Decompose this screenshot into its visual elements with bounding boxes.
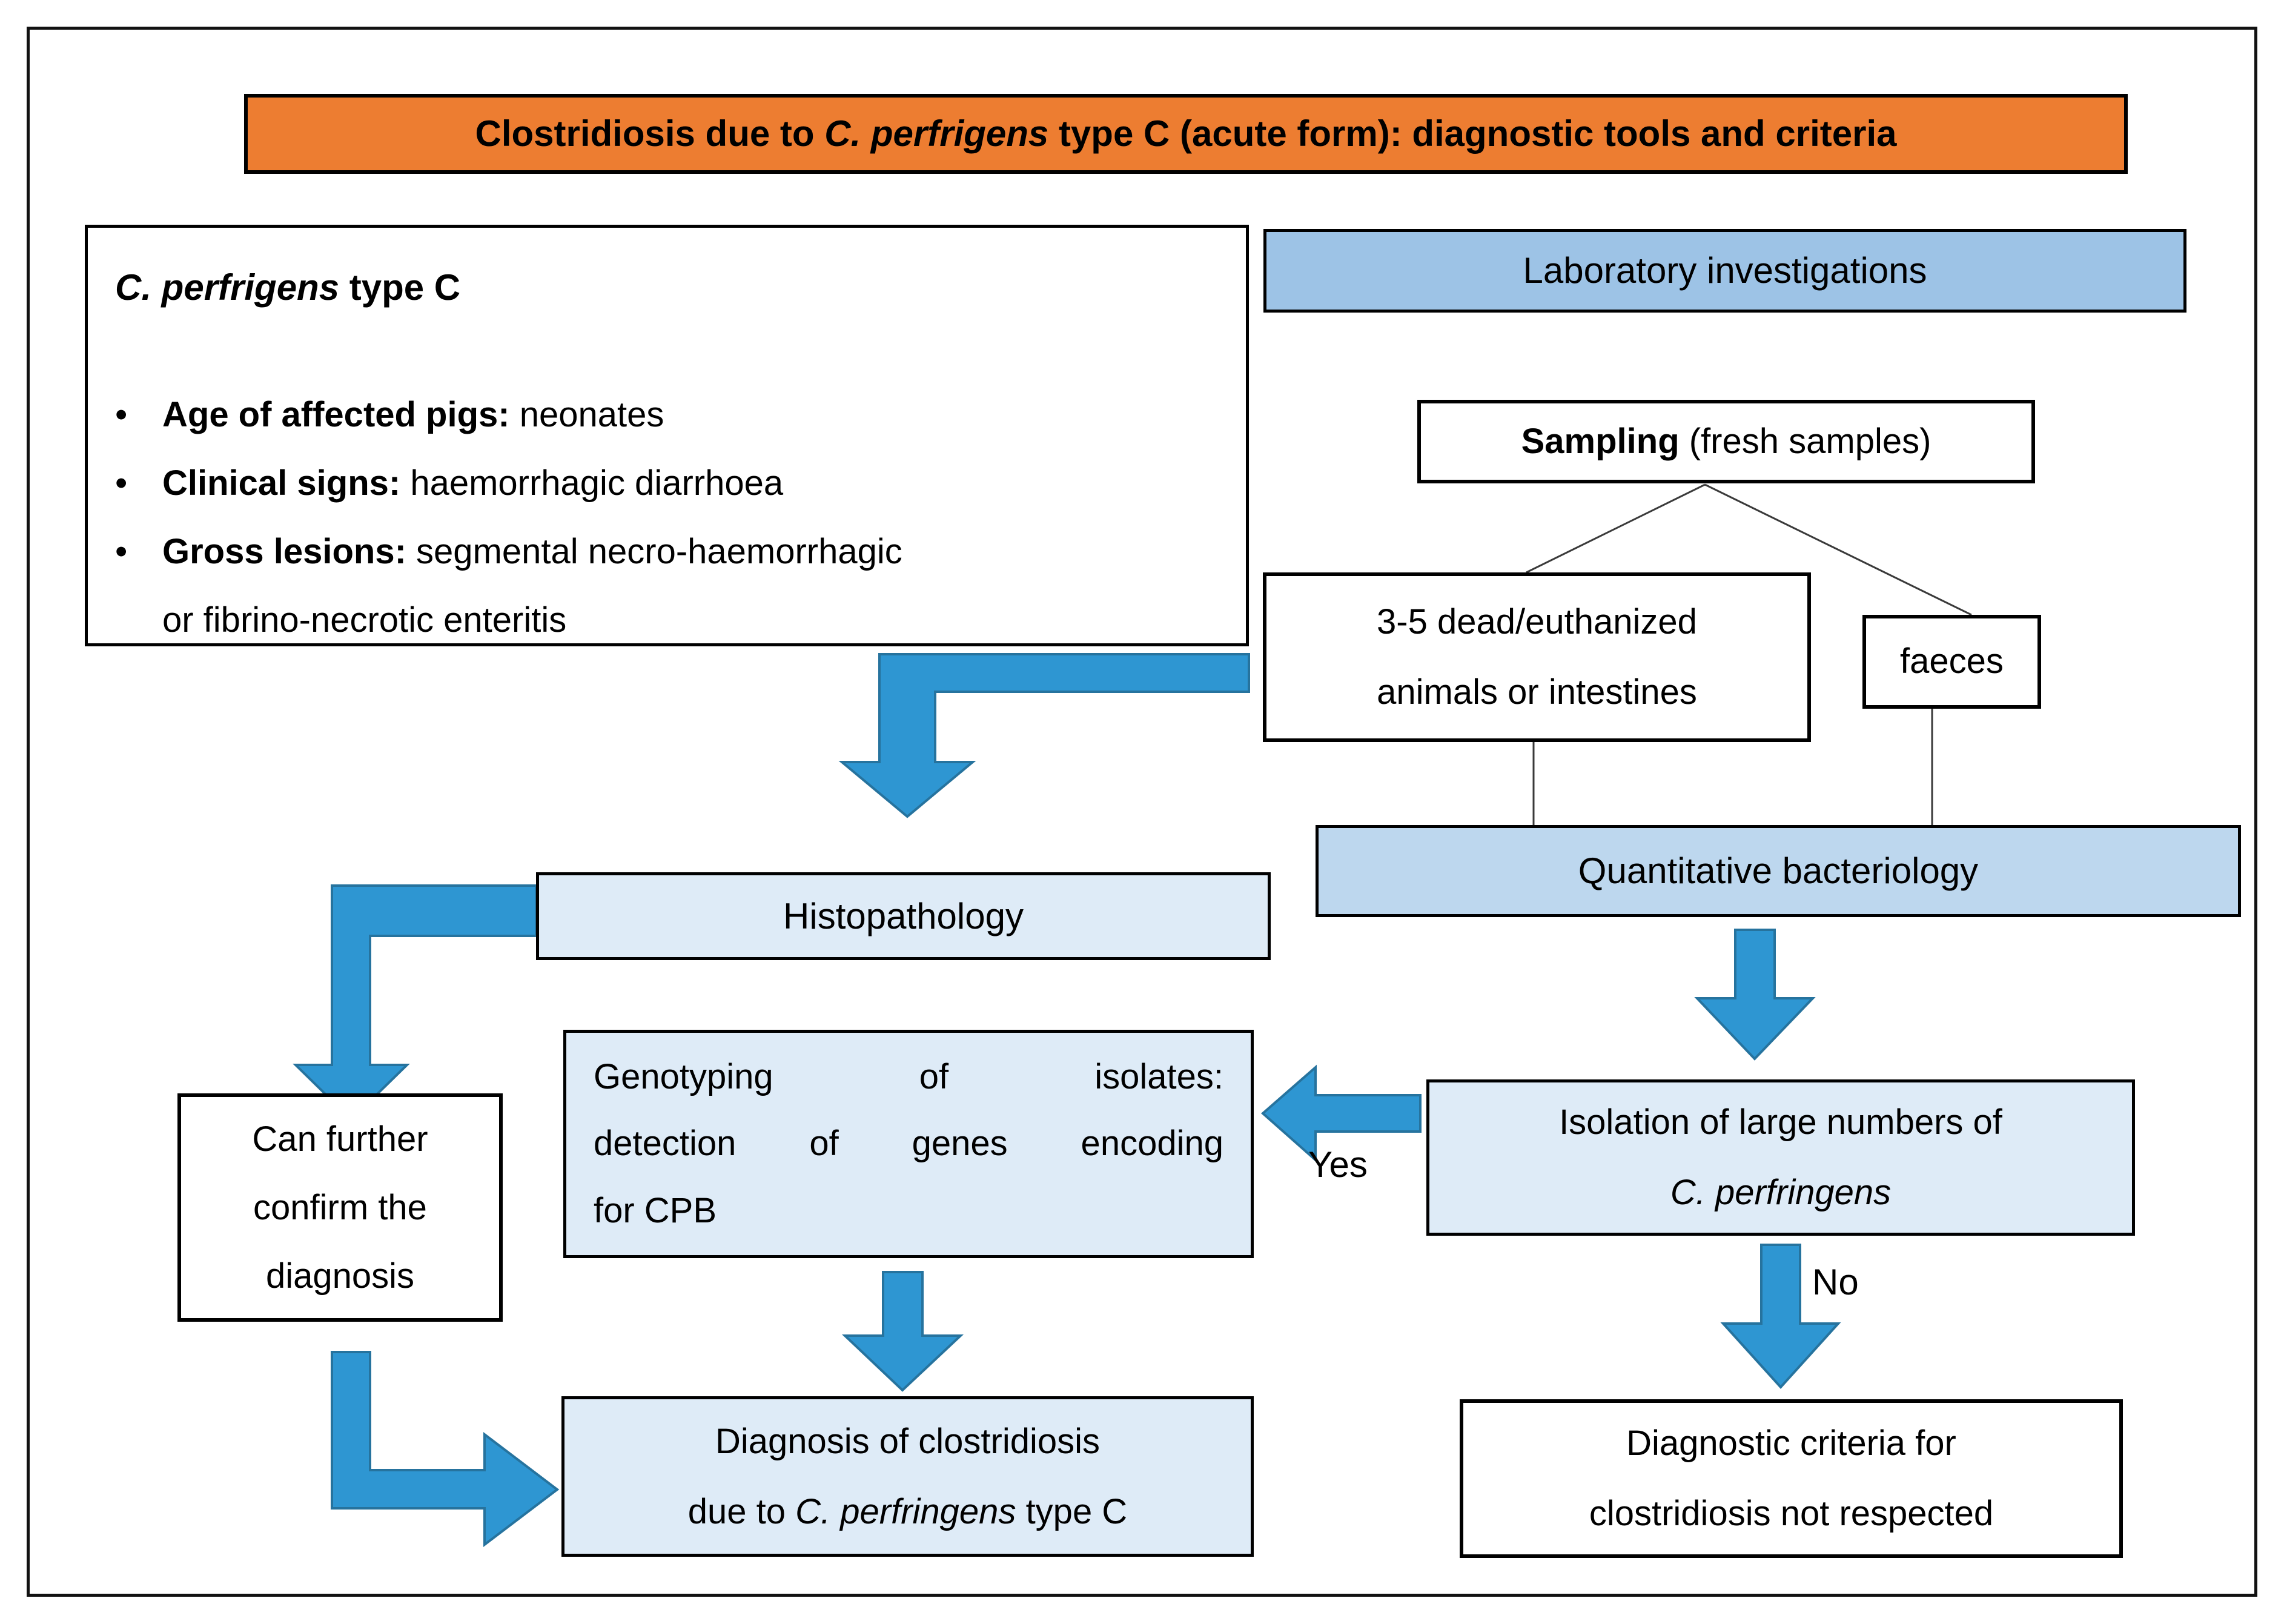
genotyping-line3: for CPB [594, 1190, 717, 1230]
outer-frame [27, 27, 2257, 1597]
genotyping-line2: detection of genes encoding [594, 1124, 1223, 1164]
genotyping-line1: Genotyping of isolates: [594, 1057, 1223, 1097]
isolation-line1: Isolation of large numbers of [1559, 1102, 2002, 1142]
bullet-clinical-text: Clinical signs: haemorrhagic diarrhoea [162, 463, 784, 503]
isolation-line2: C. perfringens [1670, 1173, 1892, 1212]
confirm-line2: confirm the [253, 1187, 427, 1227]
bullet-age-text: Age of affected pigs: neonates [162, 395, 664, 434]
confirm-line1: Can further [252, 1119, 428, 1159]
title-banner: Clostridiosis due to C. perfrigens type … [244, 94, 2128, 174]
dead-animals-line2: animals or intestines [1377, 672, 1697, 712]
dead-animals-box: 3-5 dead/euthanized animals or intestine… [1263, 572, 1811, 742]
bullet-lesions-text: Gross lesions: segmental necro-haemorrha… [162, 517, 902, 654]
diagnosis-box: Diagnosis of clostridiosis due to C. per… [561, 1396, 1254, 1557]
sampling-box: Sampling (fresh samples) [1417, 400, 2035, 483]
bullet-age: • Age of affected pigs: neonates [115, 380, 902, 449]
pathogen-info-box: C. perfrigens type C • Age of affected p… [85, 225, 1249, 646]
laboratory-investigations-label: Laboratory investigations [1523, 250, 1927, 291]
pathogen-heading: C. perfrigens type C [115, 267, 461, 308]
diagnosis-line1: Diagnosis of clostridiosis [715, 1421, 1101, 1461]
isolation-box: Isolation of large numbers of C. perfrin… [1426, 1079, 2135, 1236]
quantitative-bacteriology-label: Quantitative bacteriology [1578, 850, 1979, 891]
confirm-line3: diagnosis [265, 1256, 415, 1296]
laboratory-investigations-box: Laboratory investigations [1263, 229, 2186, 313]
diagnosis-line2: due to C. perfringens type C [687, 1491, 1128, 1531]
no-label: No [1812, 1262, 1859, 1302]
genotyping-box: Genotyping of isolates: detection of gen… [563, 1030, 1254, 1258]
title-text: Clostridiosis due to C. perfrigens type … [475, 113, 1897, 154]
quantitative-bacteriology-box: Quantitative bacteriology [1316, 825, 2241, 917]
bullet-lesions-line2: or fibrino-necrotic enteritis [162, 600, 567, 640]
dead-animals-line1: 3-5 dead/euthanized [1377, 602, 1697, 641]
criteria-line2: clostridiosis not respected [1589, 1494, 1994, 1533]
yes-label: Yes [1308, 1144, 1368, 1185]
bullet-icon: • [115, 463, 128, 503]
bullet-lesions: • Gross lesions: segmental necro-haemorr… [115, 517, 902, 654]
faeces-box: faeces [1862, 615, 2041, 709]
bullet-icon: • [115, 395, 128, 434]
confirm-diagnosis-box: Can further confirm the diagnosis [177, 1093, 503, 1322]
histopathology-label: Histopathology [783, 895, 1024, 936]
sampling-label-rest: (fresh samples) [1679, 421, 1931, 461]
criteria-not-respected-box: Diagnostic criteria for clostridiosis no… [1460, 1399, 2123, 1558]
sampling-label-bold: Sampling [1521, 421, 1680, 461]
bullet-icon: • [115, 532, 128, 572]
bullet-clinical: • Clinical signs: haemorrhagic diarrhoea [115, 449, 902, 517]
pathogen-bullet-list: • Age of affected pigs: neonates • Clini… [115, 380, 902, 654]
histopathology-box: Histopathology [536, 872, 1271, 960]
faeces-label: faeces [1900, 641, 2004, 681]
criteria-line1: Diagnostic criteria for [1626, 1423, 1956, 1463]
